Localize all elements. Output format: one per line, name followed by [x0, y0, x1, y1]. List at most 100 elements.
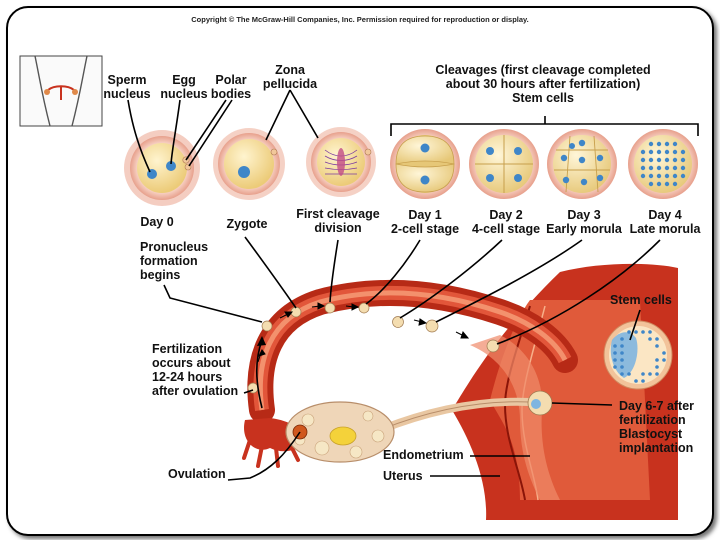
cell-nucleus-dot	[655, 372, 659, 376]
svg-text:First cleavage: First cleavage	[296, 207, 379, 221]
cell-nucleus-dot	[656, 165, 662, 171]
svg-text:formation: formation	[140, 254, 198, 268]
cell-nucleus-dot	[664, 173, 670, 179]
svg-text:fertilization: fertilization	[619, 413, 686, 427]
cell-nucleus-dot	[648, 157, 654, 163]
cell-nucleus-dot	[634, 379, 638, 383]
leader-lines-lower	[163, 236, 661, 481]
cell-nucleus-dot	[620, 372, 624, 376]
cell-nucleus-dot	[620, 337, 624, 341]
cell-nucleus-dot	[664, 141, 670, 147]
label-stem-cells-top: Stem cells	[512, 91, 574, 105]
label-stem-cells-right: Stem cells	[610, 293, 672, 307]
cell-nucleus-dot	[680, 157, 686, 163]
svg-text:Late morula: Late morula	[630, 222, 702, 236]
label-egg-nucleus: Egg nucleus	[160, 73, 207, 101]
svg-text:occurs about: occurs about	[152, 356, 231, 370]
cell-nucleus-dot	[656, 157, 662, 163]
copyright-text: Copyright © The McGraw-Hill Companies, I…	[191, 15, 529, 24]
cell-nucleus-dot	[648, 173, 654, 179]
cell-nucleus-dot	[620, 351, 624, 355]
cell-nucleus-dot	[672, 181, 678, 187]
cell-nucleus-dot	[620, 344, 624, 348]
svg-text:pellucida: pellucida	[263, 77, 318, 91]
label-ovulation: Ovulation	[168, 467, 226, 481]
label-endometrium: Endometrium	[383, 448, 464, 462]
cell-nucleus-dot	[656, 149, 662, 155]
cell-nucleus-dot	[648, 149, 654, 155]
cell-nucleus-dot	[680, 173, 686, 179]
label-zygote: Zygote	[227, 217, 268, 231]
day1-2cell	[390, 129, 460, 199]
cleavage-bracket	[390, 116, 699, 136]
svg-text:Day 3: Day 3	[567, 208, 600, 222]
svg-text:begins: begins	[140, 268, 180, 282]
tube-embryos	[247, 302, 500, 394]
cell-nucleus-dot	[662, 358, 666, 362]
svg-text:division: division	[314, 221, 361, 235]
cell-nucleus-dot	[672, 141, 678, 147]
cell-nucleus-dot	[672, 173, 678, 179]
cell-nucleus-dot	[655, 365, 659, 369]
svg-text:about 30 hours after fertiliza: about 30 hours after fertilization)	[446, 77, 640, 91]
egg-nucleus	[166, 161, 176, 171]
cell-nucleus-dot	[613, 365, 617, 369]
cell-nucleus-dot	[641, 372, 645, 376]
day2-4cell	[469, 129, 539, 199]
svg-text:Egg: Egg	[172, 73, 196, 87]
label-day4: Day 4 Late morula	[630, 208, 702, 236]
cell-nucleus-dot	[634, 330, 638, 334]
cell-nucleus-dot	[648, 165, 654, 171]
svg-text:implantation: implantation	[619, 441, 693, 455]
svg-text:Sperm: Sperm	[108, 73, 147, 87]
svg-text:after ovulation: after ovulation	[152, 384, 238, 398]
cell-nucleus-dot	[627, 330, 631, 334]
label-cleavages: Cleavages (first cleavage completed abou…	[435, 63, 650, 105]
day3-early-morula	[547, 129, 617, 199]
svg-text:Day 6-7 after: Day 6-7 after	[619, 399, 694, 413]
body-thumbnail	[19, 55, 103, 127]
svg-text:Polar: Polar	[215, 73, 246, 87]
svg-text:Cleavages (first cleavage comp: Cleavages (first cleavage completed	[435, 63, 650, 77]
label-zona-pellucida: Zona pellucida	[263, 63, 318, 91]
cell-nucleus-dot	[655, 344, 659, 348]
cell-nucleus-dot	[620, 358, 624, 362]
cell-nucleus-dot	[640, 165, 646, 171]
cell-nucleus-dot	[648, 141, 654, 147]
svg-text:2-cell stage: 2-cell stage	[391, 222, 459, 236]
label-pronucleus: Pronucleus formation begins	[140, 240, 208, 282]
cell-nucleus-dot	[672, 165, 678, 171]
svg-text:Day 2: Day 2	[489, 208, 522, 222]
cell-nucleus-dot	[655, 337, 659, 341]
cell-nucleus-dot	[664, 181, 670, 187]
cell-nucleus-dot	[680, 165, 686, 171]
leader-lines-top	[127, 89, 319, 173]
first-cleavage-cell	[306, 127, 376, 197]
label-day67: Day 6-7 after fertilization Blastocyst i…	[619, 399, 694, 455]
label-day1: Day 1 2-cell stage	[391, 208, 459, 236]
day0-egg	[124, 130, 200, 206]
cell-nucleus-dot	[680, 149, 686, 155]
label-fertilization: Fertilization occurs about 12-24 hours a…	[152, 342, 238, 398]
cell-nucleus-dot	[664, 149, 670, 155]
svg-text:4-cell stage: 4-cell stage	[472, 222, 540, 236]
zygote	[213, 128, 285, 200]
svg-text:Day 4: Day 4	[648, 208, 681, 222]
svg-text:Early morula: Early morula	[546, 222, 623, 236]
cell-nucleus-dot	[648, 337, 652, 341]
cell-nucleus-dot	[662, 351, 666, 355]
cell-nucleus-dot	[656, 141, 662, 147]
cell-nucleus-dot	[641, 379, 645, 383]
cell-nucleus-dot	[640, 173, 646, 179]
label-first-cleavage: First cleavage division	[296, 207, 379, 235]
cell-nucleus-dot	[613, 344, 617, 348]
cell-nucleus-dot	[641, 330, 645, 334]
label-day3: Day 3 Early morula	[546, 208, 623, 236]
svg-text:Pronucleus: Pronucleus	[140, 240, 208, 254]
blastocyst-inset	[603, 320, 673, 390]
cell-nucleus-dot	[656, 181, 662, 187]
cell-nucleus-dot	[672, 157, 678, 163]
cell-nucleus-dot	[648, 330, 652, 334]
cell-nucleus-dot	[664, 165, 670, 171]
